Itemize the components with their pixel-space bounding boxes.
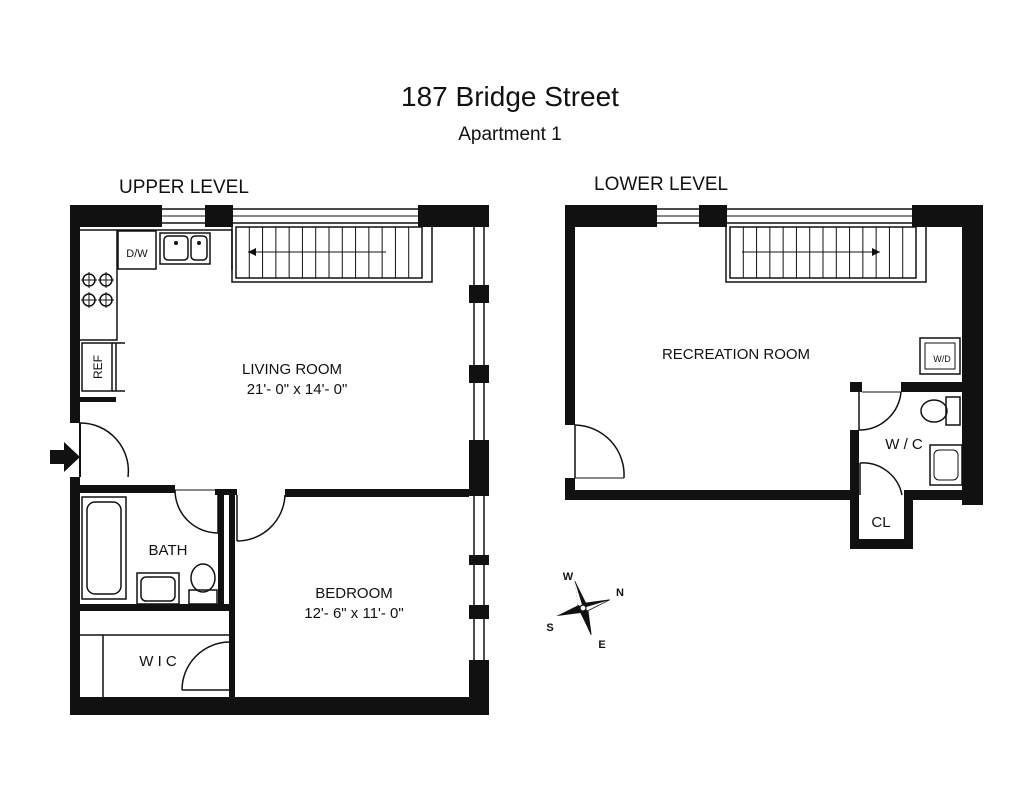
wc-toilet — [920, 396, 961, 426]
bedroom-label: BEDROOM — [315, 585, 393, 602]
bath-label: BATH — [149, 542, 188, 559]
lower-entry-door — [574, 424, 625, 479]
compass-north: N — [616, 587, 624, 599]
refrigerator: REF — [81, 342, 125, 392]
window — [473, 565, 485, 605]
compass-east: E — [598, 639, 605, 651]
wc-sink — [929, 444, 963, 486]
bedroom-dimensions: 12'- 6" x 11'- 0" — [304, 605, 403, 622]
window — [473, 303, 485, 365]
refrigerator-label: REF — [91, 355, 105, 379]
compass-south: S — [546, 622, 553, 634]
window — [233, 208, 418, 224]
window — [657, 208, 699, 224]
wic-label: W I C — [139, 653, 177, 670]
living-room-label: LIVING ROOM — [242, 361, 342, 378]
wc-label: W / C — [885, 436, 923, 453]
upper-level: UPPER LEVEL — [50, 177, 489, 715]
stove — [81, 272, 114, 308]
window — [473, 496, 485, 555]
wc-door — [858, 391, 902, 431]
dishwasher: D/W — [117, 230, 157, 270]
lower-level-heading: LOWER LEVEL — [594, 174, 728, 195]
bedroom-door — [236, 494, 286, 542]
plan-subtitle: Apartment 1 — [458, 124, 562, 145]
compass-west: W — [563, 571, 574, 583]
wic-door — [181, 641, 230, 691]
upper-level-heading: UPPER LEVEL — [119, 177, 249, 198]
toilet — [188, 563, 218, 605]
window — [162, 208, 205, 224]
closet-label: CL — [871, 514, 890, 531]
entry-arrow-icon — [50, 442, 80, 472]
plan-title: 187 Bridge Street — [401, 81, 619, 112]
kitchen-sink — [159, 232, 211, 265]
entry-door — [79, 422, 130, 478]
recreation-room-label: RECREATION ROOM — [662, 346, 810, 363]
window — [473, 227, 485, 285]
bath-door — [174, 489, 219, 534]
window — [473, 383, 485, 440]
bathtub — [81, 496, 127, 600]
dishwasher-label: D/W — [126, 248, 148, 260]
compass-icon: W N S E — [546, 571, 624, 651]
staircase — [725, 226, 927, 283]
closet-door — [859, 462, 903, 496]
window — [473, 619, 485, 660]
washer-dryer: W/D — [919, 337, 961, 375]
window — [727, 208, 912, 224]
bath-sink — [136, 572, 180, 605]
washer-dryer-label: W/D — [933, 354, 951, 364]
lower-level: LOWER LEVEL — [565, 174, 983, 549]
staircase — [231, 226, 433, 283]
living-room-dimensions: 21'- 0" x 14'- 0" — [247, 381, 348, 398]
